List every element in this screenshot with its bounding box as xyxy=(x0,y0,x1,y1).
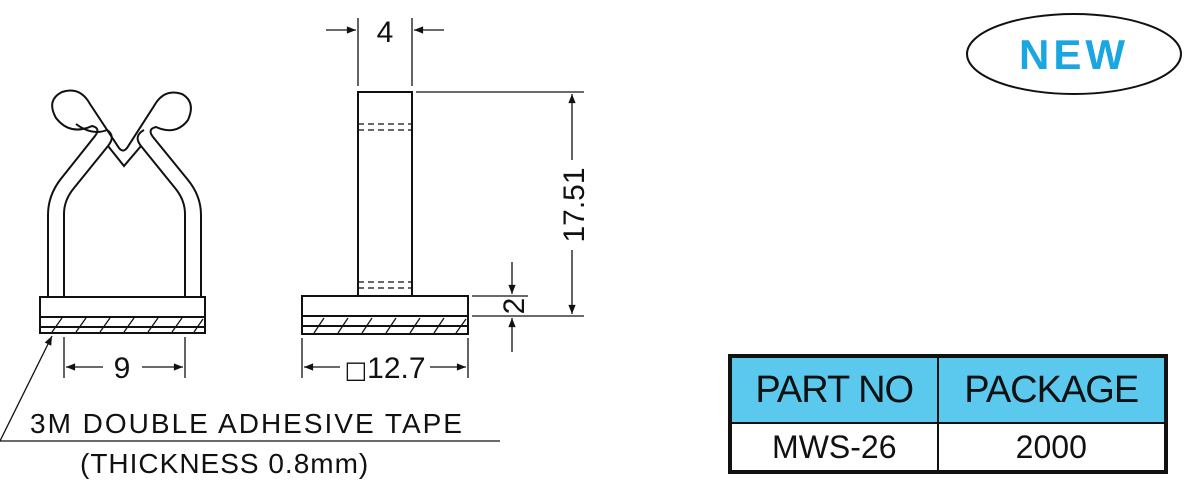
dimension-post-width xyxy=(326,18,444,86)
cell-part-no: MWS-26 xyxy=(729,422,939,473)
header-part-no: PART NO xyxy=(729,355,939,424)
note-thickness: (THICKNESS 0.8mm) xyxy=(80,448,369,479)
new-badge: NEW xyxy=(966,13,1182,95)
dimension-label-4: 4 xyxy=(377,16,394,49)
header-package: PACKAGE xyxy=(936,355,1168,424)
dimension-clip-width xyxy=(63,337,186,378)
dimension-base-square xyxy=(301,338,469,378)
dimension-base-thickness xyxy=(472,262,528,352)
dimension-label-9: 9 xyxy=(114,352,131,385)
side-view xyxy=(301,91,469,335)
spec-table: PART NO PACKAGE MWS-26 2000 xyxy=(728,354,1168,474)
square-symbol: □ xyxy=(344,356,367,384)
table-row: MWS-26 2000 xyxy=(729,422,1168,473)
front-view-base xyxy=(39,296,206,334)
dimension-label-17-51: 17.51 xyxy=(558,167,591,242)
table-header-row: PART NO PACKAGE xyxy=(729,355,1168,424)
dimension-height xyxy=(416,91,584,317)
base-square-value: 12.7 xyxy=(367,352,425,385)
tape-leader xyxy=(0,335,500,442)
dimension-label-2: 2 xyxy=(498,298,531,315)
front-view-clip xyxy=(47,89,202,297)
cell-package: 2000 xyxy=(936,422,1168,473)
dimension-label-12-7: □12.7 xyxy=(344,352,425,385)
note-tape: 3M DOUBLE ADHESIVE TAPE xyxy=(30,408,464,439)
new-badge-label: NEW xyxy=(1019,31,1129,78)
